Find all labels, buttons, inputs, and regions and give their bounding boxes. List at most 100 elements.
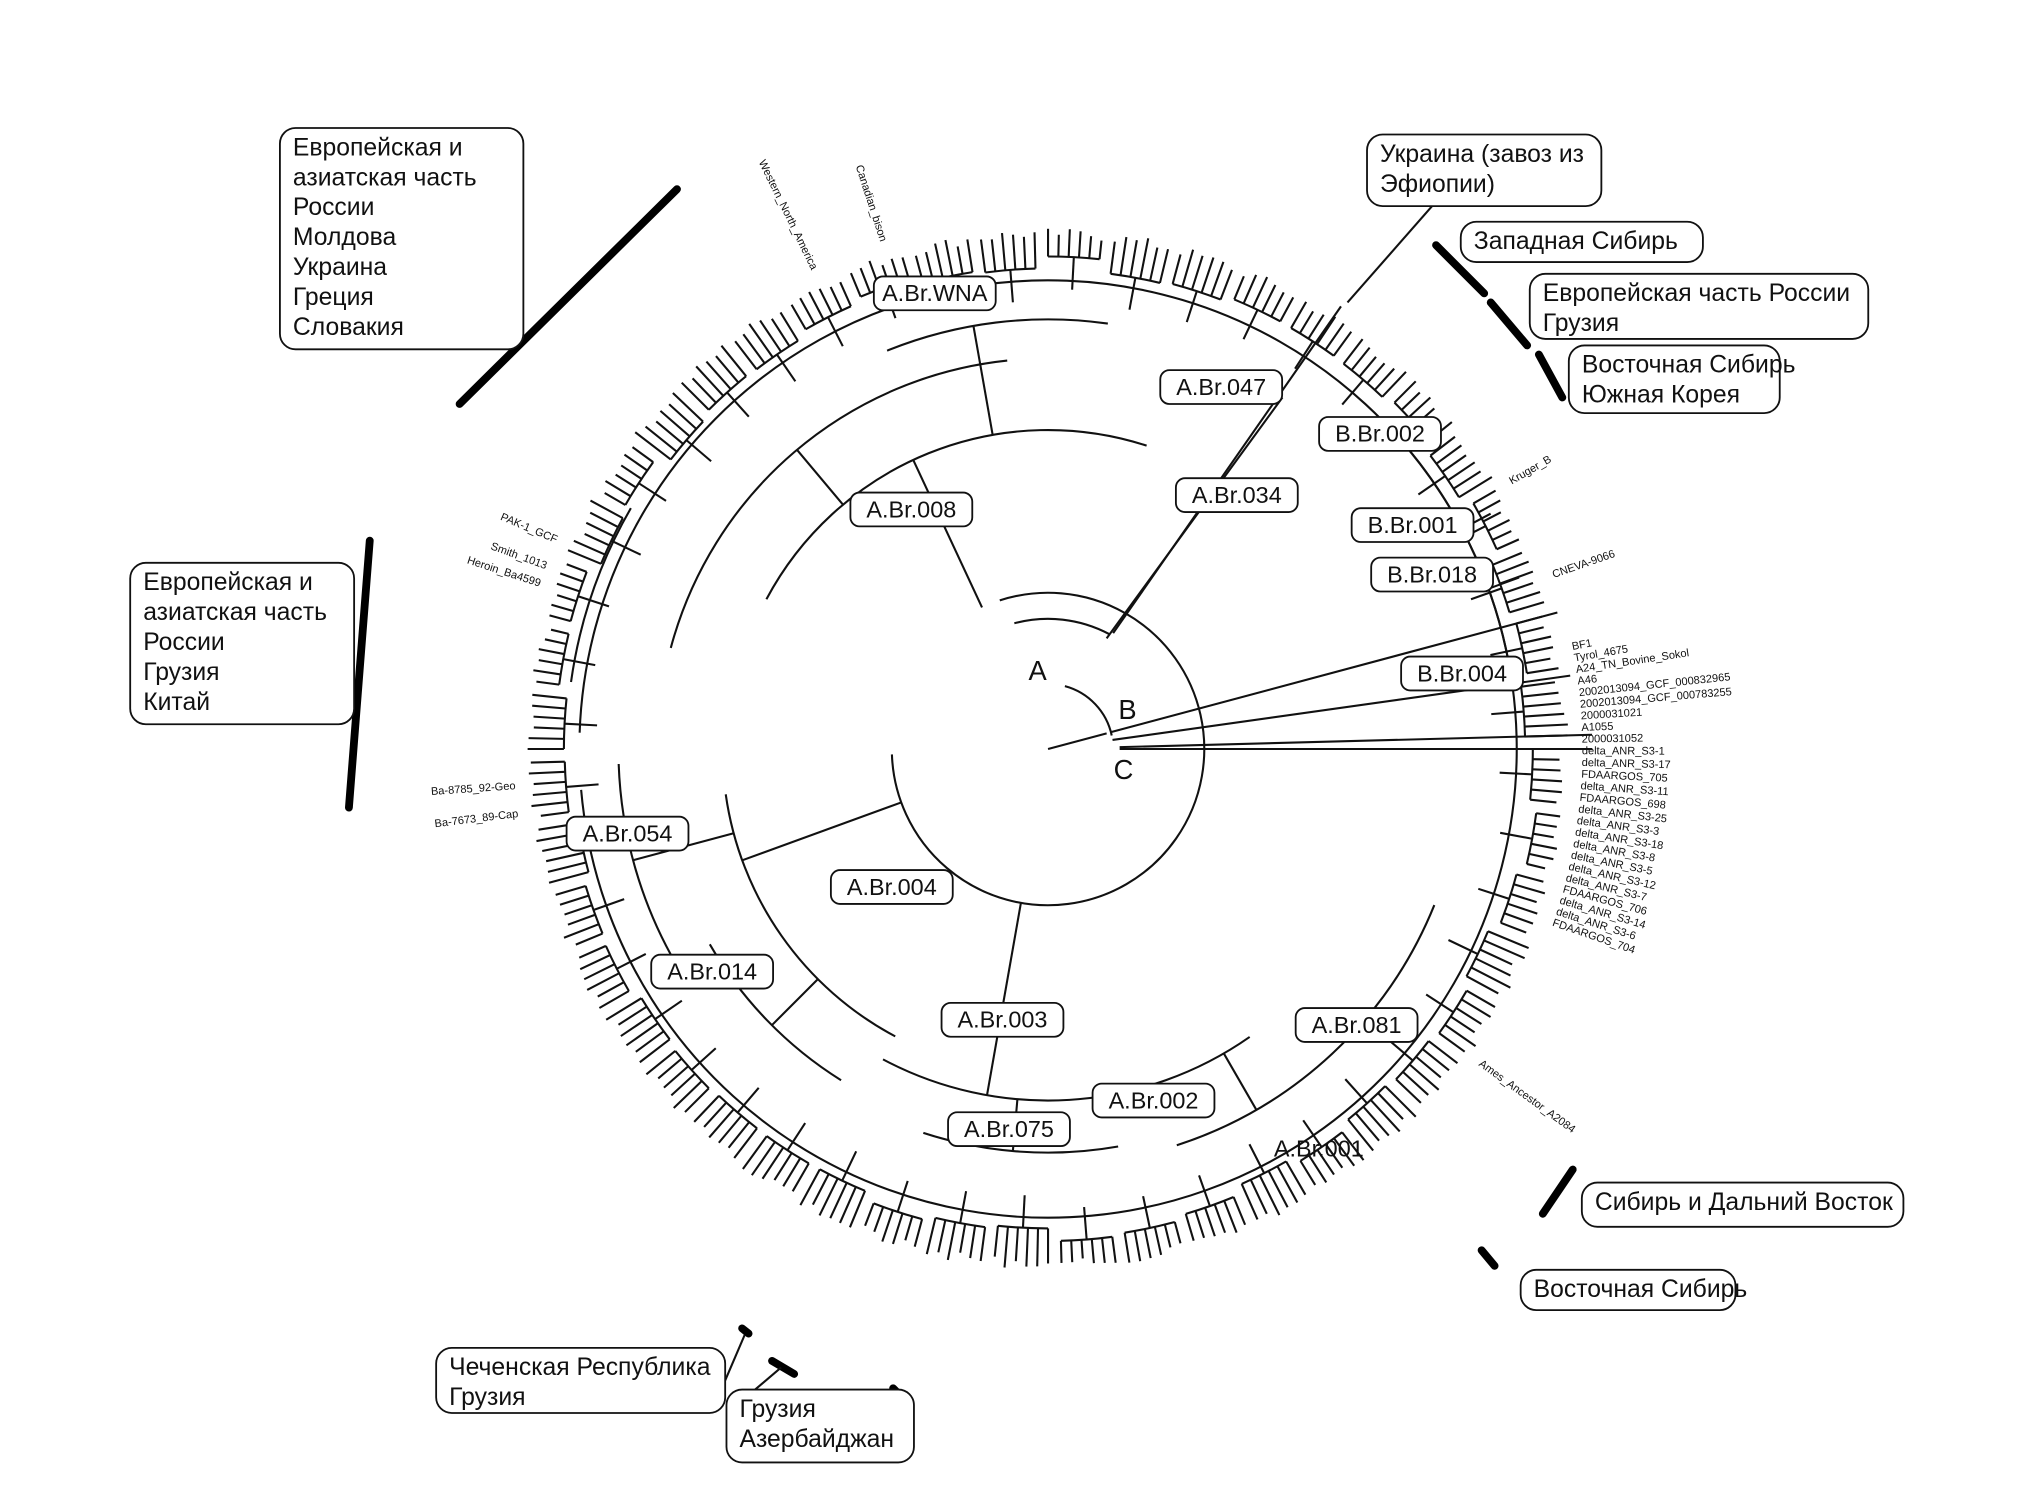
branch: [1047, 732, 1107, 751]
branch: [566, 783, 599, 788]
branch: [1342, 338, 1364, 365]
region-text: Китай: [143, 689, 210, 716]
branch: [1450, 1015, 1476, 1034]
region-text: Грузия: [1543, 310, 1619, 337]
branch: [1294, 340, 1314, 370]
branch: [1090, 1238, 1095, 1264]
branch: [585, 521, 614, 538]
branch: [1219, 269, 1233, 300]
clade-label-text: A.Br.003: [958, 1007, 1048, 1033]
branch: [1101, 1237, 1106, 1264]
branch: [799, 297, 816, 325]
branch: [530, 760, 565, 764]
region-text: России: [143, 629, 224, 656]
clade-label-text: A.Br.001: [1274, 1136, 1364, 1162]
branch: [1128, 277, 1137, 310]
branch: [1350, 346, 1371, 371]
branch: [593, 898, 625, 911]
branch: [782, 1157, 802, 1187]
branch: [549, 614, 571, 623]
branch: [1441, 454, 1467, 473]
branch: [1133, 1230, 1142, 1262]
branch: [913, 1218, 924, 1247]
branch: [1171, 254, 1182, 285]
branch: [1185, 290, 1198, 323]
clade-label-box: [872, 275, 997, 312]
branch: [969, 1225, 977, 1259]
region-text: Грузия: [739, 1396, 815, 1423]
clade-label-b-br-001: B.Br.001: [1350, 507, 1475, 543]
clade-label-text: B.Br.004: [1417, 660, 1507, 686]
branch: [559, 894, 589, 906]
branch: [818, 288, 834, 316]
clade-label-b-br-018: B.Br.018: [1370, 556, 1494, 593]
branch: [979, 239, 987, 273]
branch: [635, 1030, 665, 1053]
branch: [1531, 842, 1558, 850]
branch: [1507, 902, 1538, 915]
branch: [1270, 291, 1285, 318]
branch: [556, 594, 577, 603]
node-label: A: [1029, 655, 1048, 686]
branch: [1532, 758, 1560, 761]
branch: [790, 304, 807, 330]
branch: [742, 333, 766, 364]
branch: [1194, 1210, 1206, 1239]
branch-arc: [765, 429, 1147, 600]
region-box: [1580, 1181, 1905, 1228]
branch: [1242, 274, 1258, 304]
branch: [559, 572, 584, 583]
branch: [1233, 275, 1245, 300]
leaf-label: Ba-7673_89-Cap: [434, 808, 519, 830]
leaf-label: Western_North_America: [756, 158, 820, 273]
branch: [1518, 626, 1544, 635]
region-text: Европейская и: [293, 134, 463, 161]
branch: [1123, 1232, 1131, 1263]
branch: [859, 267, 872, 294]
region-bar: [1538, 1165, 1577, 1218]
branch: [1381, 371, 1407, 398]
branch: [1472, 489, 1497, 505]
callout-connector: [724, 1334, 746, 1381]
branch: [634, 431, 672, 461]
branch: [538, 659, 563, 666]
branch: [1499, 570, 1534, 585]
branch: [645, 1050, 676, 1076]
branch: [1358, 356, 1377, 378]
branch: [673, 1080, 703, 1109]
clade-label-text: A.Br.034: [1192, 482, 1282, 508]
branch: [1523, 702, 1561, 708]
branch: [1242, 309, 1259, 340]
branch: [1421, 1048, 1450, 1072]
branch: [1522, 691, 1559, 698]
region-text: Греция: [293, 284, 374, 311]
leaf-label: delta_ANR_S3-11: [1580, 780, 1669, 798]
branch: [818, 1178, 839, 1216]
branch: [563, 658, 596, 667]
branch: [1248, 1143, 1266, 1174]
branch: [1341, 1131, 1365, 1161]
branch: [925, 1217, 937, 1255]
branch: [726, 391, 750, 418]
branch: [1530, 798, 1557, 804]
branch: [1083, 1206, 1088, 1240]
branch: [946, 1222, 957, 1261]
branch: [791, 1162, 810, 1192]
branch-arc: [882, 1036, 1251, 1102]
branch: [1332, 331, 1353, 357]
region-text: Украина (завоз из: [1380, 141, 1584, 168]
clade-label-box: [1091, 1082, 1216, 1119]
clade-label-box: [849, 491, 974, 528]
branch: [1455, 1007, 1482, 1025]
branch: [1525, 734, 1568, 738]
branch: [691, 377, 717, 404]
branch: [536, 680, 560, 686]
branch: [959, 1223, 967, 1253]
branch: [589, 499, 624, 520]
branch: [1524, 712, 1565, 718]
branch: [799, 1168, 821, 1206]
branch: [1524, 657, 1551, 665]
branch: [703, 1101, 728, 1128]
